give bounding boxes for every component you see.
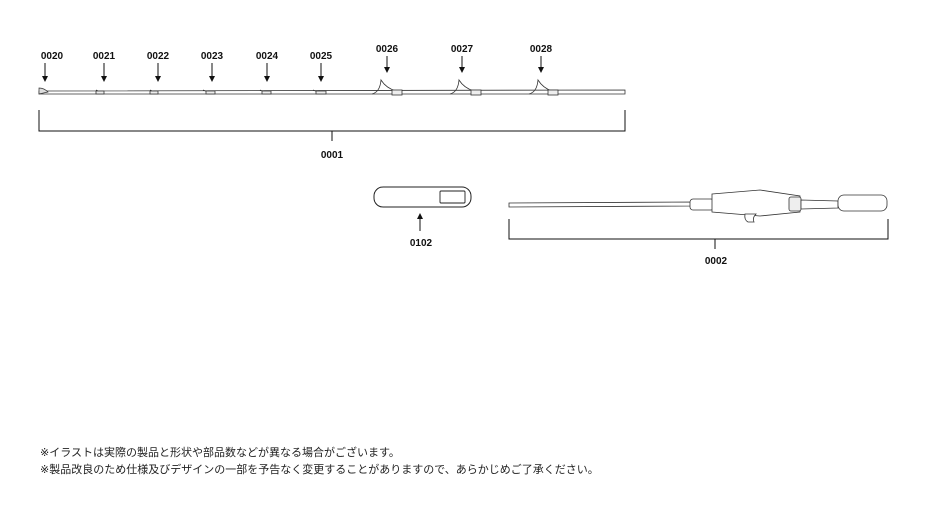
guide-wrap <box>95 90 105 95</box>
disclaimer-illustration-note: ※イラストは実際の製品と形状や部品数などが異なる場合がございます。 <box>40 446 400 459</box>
guide-wrap <box>149 90 159 95</box>
part-label-0024: 0024 <box>256 51 279 62</box>
guide-wrap <box>547 89 559 96</box>
disclaimer-spec-change-note: ※製品改良のため仕様及びデザインの一部を予告なく変更することがありますので、あら… <box>40 463 599 476</box>
guide-wrap <box>315 90 327 95</box>
reel-seat-nut <box>788 196 802 212</box>
rod-belt-buckle <box>439 190 466 204</box>
part-label-0025: 0025 <box>310 51 333 62</box>
butt-section-label: 0002 <box>705 256 728 267</box>
butt-section: 0002 <box>508 189 889 267</box>
part-label-0023: 0023 <box>201 51 224 62</box>
part-label-0028: 0028 <box>530 44 553 55</box>
rod-belt-label: 0102 <box>410 238 433 249</box>
fore-grip <box>689 198 715 211</box>
tip-blank <box>38 89 626 95</box>
butt-blank <box>508 201 693 208</box>
guide-wrap <box>470 89 482 96</box>
butt-shaft <box>800 199 839 210</box>
part-arrows <box>42 56 544 82</box>
guide-wrap <box>205 90 216 95</box>
tip-section-bracket <box>38 110 626 141</box>
large-guides <box>371 78 559 96</box>
guide-0026 <box>371 78 397 95</box>
guide-0027 <box>449 78 475 95</box>
part-label-0027: 0027 <box>451 44 474 55</box>
part-label-0026: 0026 <box>376 44 399 55</box>
reel-seat <box>711 189 801 217</box>
tip-top-guide <box>38 87 49 95</box>
tip-section: 0020 0021 0022 0023 0024 0025 0026 0027 … <box>38 44 626 161</box>
trigger <box>744 213 757 223</box>
part-label-0021: 0021 <box>93 51 116 62</box>
assembly-label-0001: 0001 <box>321 150 344 161</box>
guide-0028 <box>528 78 553 95</box>
butt-section-bracket <box>508 219 889 249</box>
small-guides <box>95 89 327 95</box>
part-labels: 0020 0021 0022 0023 0024 0025 0026 0027 … <box>41 44 553 62</box>
disclaimer-notes: ※イラストは実際の製品と形状や部品数などが異なる場合がございます。 ※製品改良の… <box>40 444 599 478</box>
part-label-0020: 0020 <box>41 51 64 62</box>
guide-wrap <box>391 89 403 96</box>
rod-belt: 0102 <box>373 186 472 249</box>
guide-wrap <box>261 90 272 95</box>
part-label-0022: 0022 <box>147 51 170 62</box>
rear-grip <box>837 194 888 212</box>
